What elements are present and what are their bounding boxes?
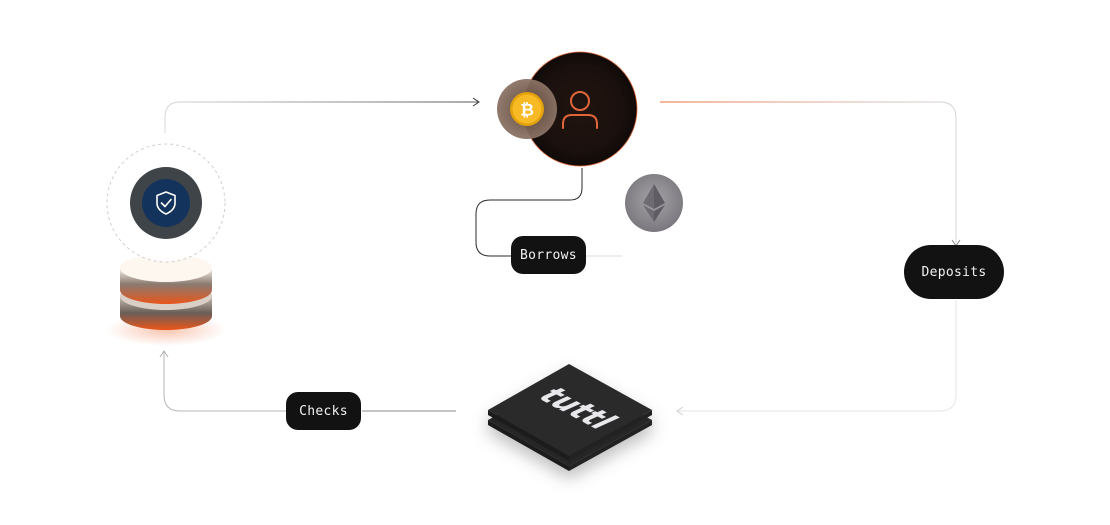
shield-badge [106,143,226,263]
arrowhead-to-platform [676,406,684,416]
user-node [522,51,638,167]
ethereum-icon [623,172,685,234]
connector-lines [159,97,961,416]
connector-checks-to-db [163,352,286,412]
arrowhead-to-db [159,350,169,358]
connector-db-to-user [164,101,478,133]
shield-check-icon [156,191,176,215]
bitcoin-icon: ₿ [497,79,557,139]
deposits-label: Deposits [904,245,1004,299]
database-stack-icon [106,254,226,346]
platform-tile-icon [488,364,652,471]
arrowhead-to-user [472,97,480,107]
connector-deposits-to-platform [678,300,957,412]
connector-user-to-deposits [660,101,957,245]
user-icon [562,91,598,129]
borrows-label: Borrows [511,236,586,274]
svg-text:₿: ₿ [520,101,534,121]
checks-label: Checks [286,392,361,430]
connector-user-to-borrows [475,168,583,257]
